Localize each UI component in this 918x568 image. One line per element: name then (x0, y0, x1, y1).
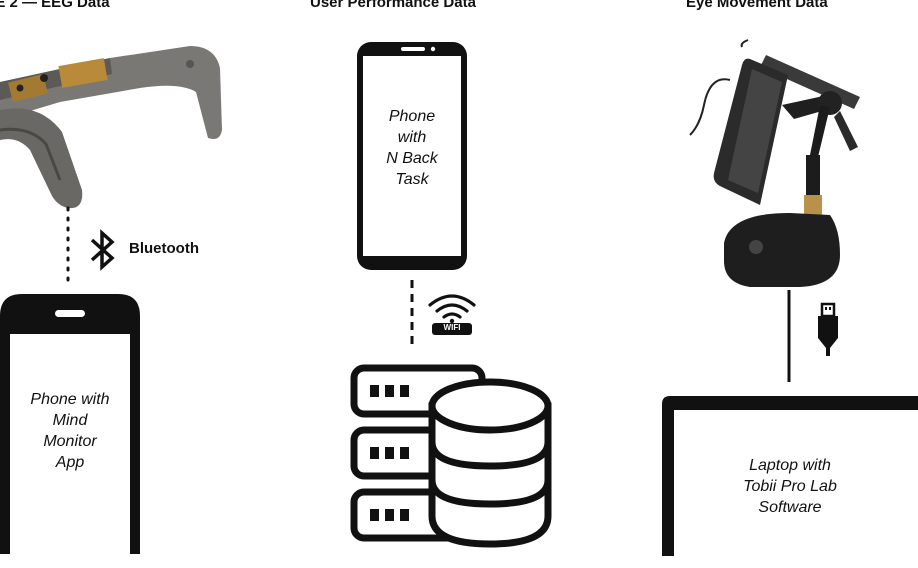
muse-headband-image (0, 46, 222, 209)
phone-text-line: Phone (388, 108, 436, 125)
mind-monitor-phone (0, 294, 140, 554)
phone-text-line: Phone with (30, 391, 110, 408)
muse-column-title: MUSE 2 — EEG Data (0, 0, 110, 11)
eye-column-title: Eye Movement Data (686, 0, 828, 11)
laptop-text: Laptop with Tobii Pro Lab Software (690, 455, 890, 518)
bluetooth-icon (90, 229, 115, 271)
laptop-icon (662, 396, 918, 556)
phone-text-line: Monitor (43, 433, 97, 450)
bluetooth-connection-line (66, 206, 70, 290)
mind-monitor-phone-text: Phone with Mind Monitor App (12, 389, 128, 473)
server-database-icon (350, 364, 552, 548)
phone-text-line: N Back (386, 150, 438, 167)
n-back-phone-text: Phone with N Back Task (366, 106, 458, 190)
performance-column-title: User Performance Data (310, 0, 476, 11)
bluetooth-label: Bluetooth (129, 240, 199, 257)
wifi-icon (428, 294, 476, 335)
eye-tracker-device-image (689, 39, 860, 287)
usb-icon (818, 302, 838, 356)
phone-text-line: Task (395, 171, 429, 188)
laptop-text-line: Laptop with (749, 457, 831, 474)
wifi-label: WIFI (443, 323, 461, 332)
laptop-text-line: Software (758, 499, 822, 516)
phone-text-line: with (397, 129, 427, 146)
phone-text-line: Mind (52, 412, 88, 429)
wifi-connection-line (410, 280, 414, 344)
laptop-text-line: Tobii Pro Lab (743, 478, 837, 495)
phone-text-line: App (55, 454, 85, 471)
n-back-phone (357, 42, 467, 270)
usb-connection-line (787, 290, 791, 382)
